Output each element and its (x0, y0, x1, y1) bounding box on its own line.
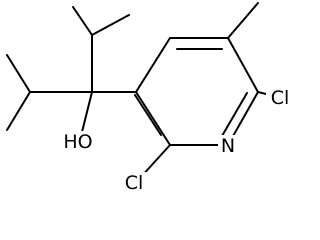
ring-nitrogen-label: N (221, 135, 235, 157)
bond (6, 91, 31, 131)
bond (221, 92, 248, 137)
hydroxyl-label: HO (63, 131, 92, 153)
label-mask (60, 131, 96, 153)
label-mask (218, 135, 238, 157)
bond (135, 37, 171, 93)
bond (6, 54, 31, 93)
bond (227, 2, 259, 39)
bond (227, 37, 259, 93)
bond (72, 6, 93, 36)
chlorine-right-label: Cl (271, 87, 290, 109)
atom-label-layer: HO N Cl Cl (60, 87, 294, 194)
bond (135, 91, 171, 146)
bond (91, 14, 130, 36)
label-mask (266, 87, 294, 109)
label-mask (120, 172, 148, 194)
chlorine-bottom-label: Cl (125, 172, 144, 194)
chemical-structure: HO N Cl Cl (6, 2, 294, 194)
bond (134, 94, 162, 136)
